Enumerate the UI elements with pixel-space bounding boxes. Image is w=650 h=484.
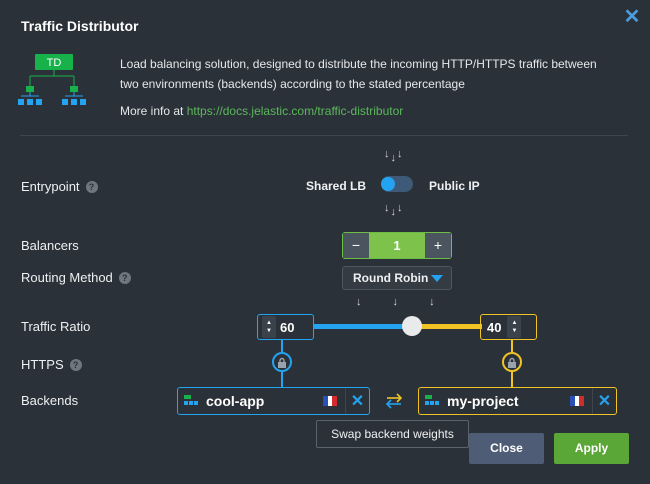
swap-icon[interactable] [383,390,405,412]
routing-label: Routing Method [21,270,113,285]
slider-track-left[interactable] [314,324,412,329]
entrypoint-public-ip: Public IP [429,179,480,193]
balancers-label: Balancers [21,238,79,253]
connector-left-bottom [281,372,283,387]
backends-label: Backends [21,393,79,408]
dialog-title: Traffic Distributor [21,18,139,34]
connector-left-top [281,340,283,352]
entrypoint-row: Entrypoint? [21,179,98,194]
flow-arrows-mid: ↓↓↓ [384,202,404,218]
routing-row: Routing Method? [21,270,131,285]
france-flag-icon [570,396,585,406]
ratio-left-value: 60 [280,319,295,335]
help-icon[interactable]: ? [85,181,98,193]
close-button[interactable]: Close [469,433,544,464]
dialog-description: Load balancing solution, designed to dis… [120,57,597,91]
close-icon[interactable]: ✕ [623,6,641,28]
caret-down-icon [431,275,443,282]
help-icon[interactable]: ? [118,272,131,284]
td-logo-icon: TD [18,52,98,110]
more-info: More info at https://docs.jelastic.com/t… [120,104,403,118]
lock-icon[interactable] [502,352,522,372]
entrypoint-label: Entrypoint [21,179,80,194]
toggle-knob [381,177,395,191]
https-row: HTTPS? [21,357,82,372]
backend-left-name: cool-app [206,393,265,409]
decrement-button[interactable]: − [343,233,369,258]
backend-right-field[interactable]: my-project ✕ [418,387,617,415]
ratio-left-spinner[interactable]: ▲▼ [262,316,276,338]
ratio-right-spinner[interactable]: ▲▼ [507,316,522,338]
swap-tooltip: Swap backend weights [316,420,469,448]
balancers-value[interactable]: 1 [369,233,425,258]
clear-backend-right-button[interactable]: ✕ [592,388,616,414]
td-logo-text: TD [47,57,62,69]
ratio-slider-handle[interactable] [402,316,422,336]
slider-track-right[interactable] [412,324,482,329]
routing-method-select[interactable]: Round Robin [342,266,452,290]
balancers-stepper: − 1 + [342,232,452,259]
clear-backend-left-button[interactable]: ✕ [345,388,369,414]
backend-right-name: my-project [447,393,519,409]
routing-method-value: Round Robin [353,271,429,285]
lock-icon[interactable] [272,352,292,372]
traffic-ratio-label: Traffic Ratio [21,319,91,334]
entrypoint-toggle[interactable] [381,176,413,192]
entrypoint-shared-lb: Shared LB [306,179,367,193]
flow-arrows-top: ↓↓↓ [384,148,404,164]
help-icon[interactable]: ? [69,359,82,371]
divider [20,135,628,136]
docs-link[interactable]: https://docs.jelastic.com/traffic-distri… [186,104,404,118]
ratio-right-value: 40 [487,319,502,335]
ratio-left-input[interactable]: ▲▼ 60 [257,314,314,340]
https-label: HTTPS [21,357,64,372]
apply-button[interactable]: Apply [554,433,629,464]
increment-button[interactable]: + [425,233,451,258]
environment-icon [425,395,439,405]
connector-right-bottom [511,372,513,387]
backend-left-field[interactable]: cool-app ✕ [177,387,370,415]
flow-arrows-split: ↓ ↓ ↓ [356,296,436,308]
ratio-right-input[interactable]: 40 ▲▼ [480,314,537,340]
environment-icon [184,395,198,405]
connector-right-top [511,340,513,352]
france-flag-icon [323,396,338,406]
more-info-label: More info at [120,104,184,118]
